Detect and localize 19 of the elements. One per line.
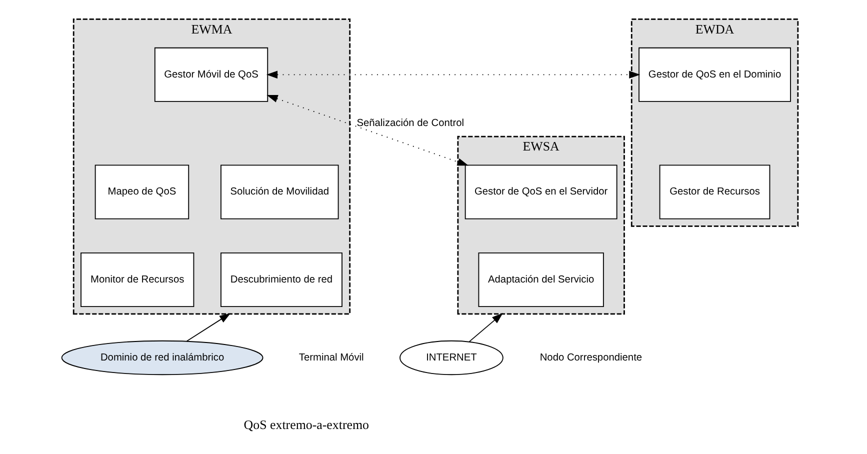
- node-box: Mapeo de QoS: [94, 164, 190, 220]
- node-box: Solución de Movilidad: [220, 164, 339, 220]
- node-box: Adaptación del Servicio: [478, 252, 604, 308]
- edge-label: Señalización de Control: [356, 118, 464, 130]
- arrow: [468, 313, 503, 342]
- arrow: [186, 313, 231, 342]
- node-label: Terminal Móvil: [298, 352, 364, 364]
- node-ellipse: INTERNET: [400, 340, 504, 376]
- label: QoS extremo-a-extremo: [244, 416, 370, 432]
- arrow: [266, 94, 469, 166]
- node-box: Gestor de QoS en el Servidor: [464, 164, 618, 220]
- node-ellipse: Dominio de red inalámbrico: [61, 340, 264, 376]
- node-box: Monitor de Recursos: [80, 252, 194, 308]
- node-box: Gestor de QoS en el Dominio: [638, 47, 791, 102]
- arrow: [266, 70, 640, 79]
- node-box: Gestor de Recursos: [659, 164, 770, 220]
- node-label: Nodo Correspondiente: [540, 352, 642, 364]
- node-box: Descubrimiento de red: [220, 252, 342, 308]
- node-box: Gestor Móvil de QoS: [154, 47, 268, 102]
